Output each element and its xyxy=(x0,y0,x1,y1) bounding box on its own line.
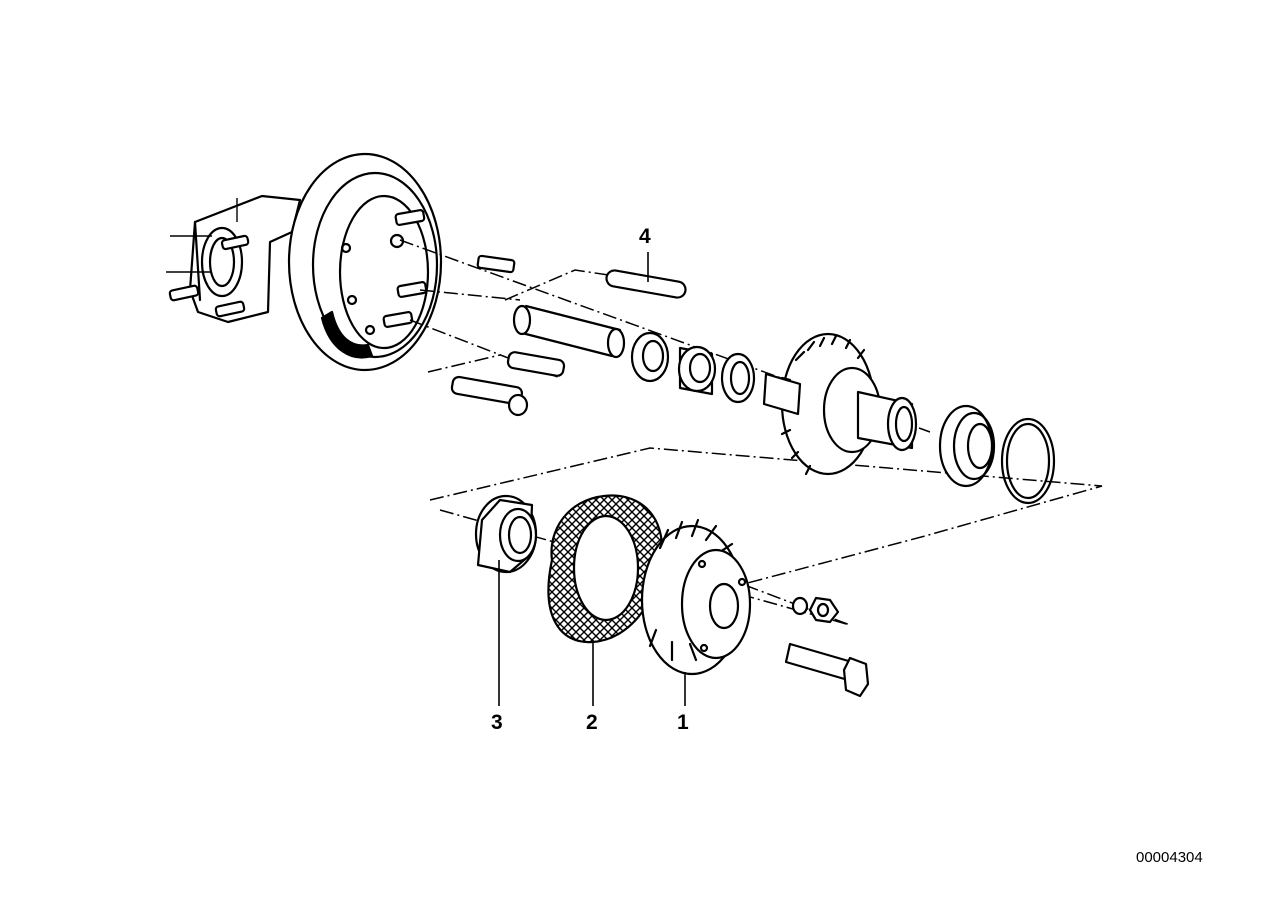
dowel-pin-4 xyxy=(605,269,687,299)
screw-lower xyxy=(450,375,529,417)
callout-1: 1 xyxy=(677,711,689,734)
snap-ring xyxy=(1000,417,1056,505)
pinion-shaft-assembly xyxy=(512,304,1056,505)
diagram-code: 00004304 xyxy=(1136,849,1203,866)
crown-gear xyxy=(762,332,918,476)
ball-bearing xyxy=(938,404,996,488)
callout-4: 4 xyxy=(639,225,651,248)
sleeve xyxy=(512,304,626,359)
bolt-and-nut xyxy=(784,596,870,698)
leader-lines xyxy=(498,252,686,706)
bearing-ring xyxy=(630,331,670,383)
stud-upper xyxy=(476,254,516,274)
callout-3: 3 xyxy=(491,711,503,734)
shim-ring xyxy=(720,352,756,404)
shaft-seal-3 xyxy=(474,494,538,574)
callout-2: 2 xyxy=(586,711,598,734)
guide-pin-lower xyxy=(506,351,566,377)
spacer-bush xyxy=(677,345,717,396)
differential-cover-1 xyxy=(640,518,752,676)
studs-and-pins xyxy=(450,254,687,417)
differential-housing xyxy=(166,152,443,372)
